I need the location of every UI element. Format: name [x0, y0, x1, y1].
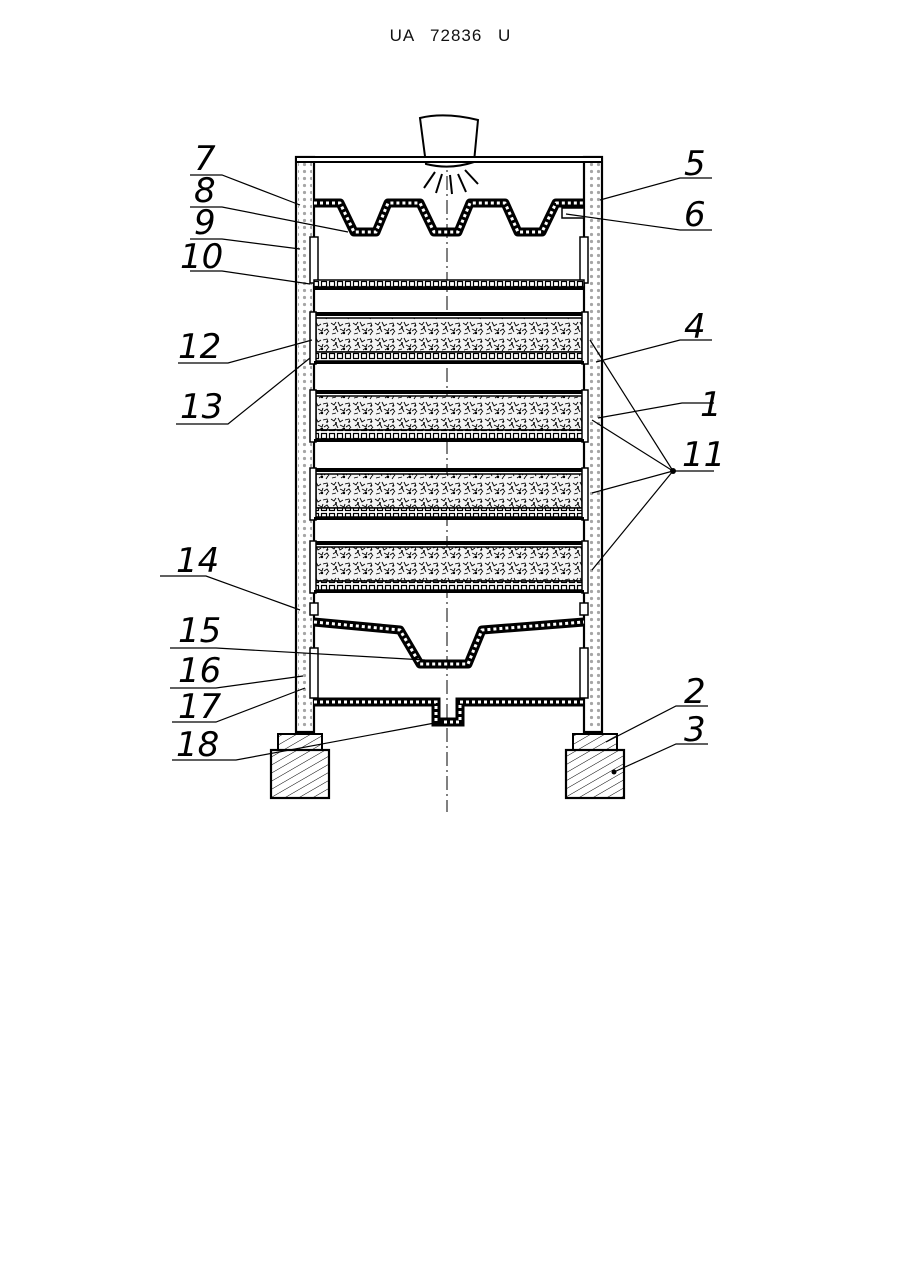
label-3: 3: [684, 710, 706, 750]
collecting-funnel: [310, 603, 588, 698]
label-13: 13: [180, 387, 223, 427]
label-10: 10: [180, 237, 223, 277]
label-5: 5: [684, 144, 706, 184]
label-18: 18: [176, 725, 219, 765]
distribution-tray: [314, 203, 584, 232]
filter-tray-3: [310, 468, 588, 520]
upper-plate: [310, 237, 588, 290]
label-17: 17: [178, 687, 222, 727]
spray-nozzle: [420, 115, 478, 194]
right-support: [566, 734, 624, 798]
label-14: 14: [176, 541, 219, 581]
filter-tray-4: [310, 541, 588, 593]
label-12: 12: [178, 327, 221, 367]
label-1: 1: [700, 385, 722, 425]
label-4: 4: [684, 307, 706, 347]
label-15: 15: [178, 611, 221, 651]
housing-frame: [296, 157, 602, 732]
filter-tray-1: [310, 312, 588, 364]
left-support: [271, 734, 329, 798]
label-11: 11: [682, 435, 725, 475]
label-2: 2: [684, 672, 706, 712]
bottom-plate: [314, 702, 584, 722]
label-6: 6: [684, 195, 706, 235]
filter-tray-2: [310, 390, 588, 442]
label-16: 16: [178, 651, 221, 691]
